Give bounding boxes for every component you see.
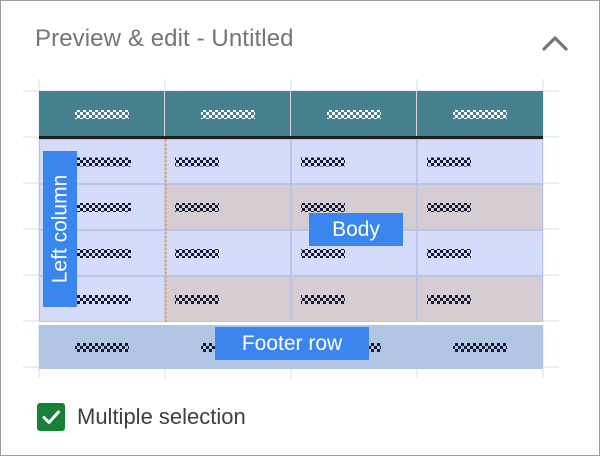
checker-placeholder-icon (77, 157, 131, 167)
checker-placeholder-icon (75, 343, 129, 352)
table-preview: Left column Body Footer row (23, 79, 559, 379)
footer-row-label: Footer row (215, 327, 369, 360)
chevron-up-icon (542, 36, 568, 51)
checker-placeholder-icon (175, 157, 219, 167)
checker-placeholder-icon (77, 203, 131, 212)
left-column-label: Left column (43, 151, 77, 307)
checker-placeholder-icon (301, 295, 345, 304)
checker-placeholder-icon (301, 249, 345, 258)
checker-placeholder-icon (427, 295, 471, 304)
checker-placeholder-icon (427, 249, 471, 258)
left-column-label-text: Left column (48, 174, 71, 284)
checker-placeholder-icon (301, 203, 345, 212)
checker-placeholder-icon (201, 110, 255, 119)
checker-placeholder-icon (301, 157, 345, 167)
collapse-button[interactable] (537, 25, 573, 61)
checkmark-icon (42, 410, 60, 424)
checker-placeholder-icon (427, 157, 471, 167)
checker-placeholder-icon (175, 249, 219, 258)
cell-placeholders (75, 110, 507, 352)
multiple-selection-label[interactable]: Multiple selection (77, 404, 246, 429)
checker-placeholder-icon (453, 110, 507, 119)
checker-placeholder-icon (77, 249, 131, 258)
body-label: Body (309, 213, 403, 246)
panel-title: Preview & edit - Untitled (35, 25, 294, 52)
left-column-divider (165, 139, 167, 322)
checker-placeholder-icon (453, 343, 507, 352)
checker-placeholder-icon (75, 110, 129, 119)
checker-placeholder-icon (327, 110, 381, 119)
checker-placeholder-icon (175, 295, 219, 304)
checker-placeholder-icon (175, 203, 219, 212)
checker-placeholder-icon (77, 295, 131, 304)
multiple-selection-checkbox[interactable] (37, 403, 65, 431)
header-divider (39, 136, 543, 139)
footer-separator (39, 322, 543, 325)
checker-placeholder-icon (427, 203, 471, 212)
